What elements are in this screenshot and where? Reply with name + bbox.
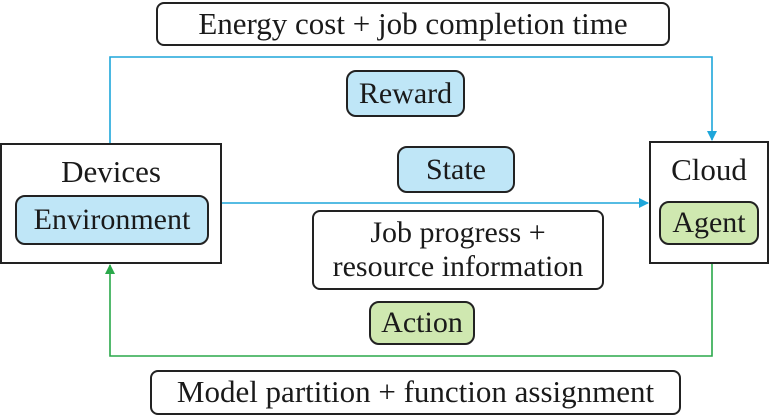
top-note: Energy cost + job completion time — [156, 2, 670, 46]
middle-note: Job progress + resource information — [312, 210, 604, 290]
bottom-note: Model partition + function assignment — [150, 370, 681, 415]
reward-arrow — [109, 56, 717, 143]
agent-text: Agent — [672, 206, 746, 240]
middle-note-line-2: resource information — [332, 250, 584, 283]
environment-text: Environment — [33, 203, 191, 237]
action-label: Action — [369, 301, 475, 345]
action-arrow — [105, 264, 713, 357]
middle-note-line-1: Job progress + — [370, 215, 546, 249]
environment-pill: Environment — [15, 195, 209, 245]
cloud-node: Cloud Agent — [649, 141, 769, 264]
top-note-text: Energy cost + job completion time — [198, 5, 628, 41]
devices-node: Devices Environment — [0, 143, 222, 264]
cloud-label: Cloud — [671, 152, 747, 187]
bottom-note-text: Model partition + function assignment — [176, 374, 655, 410]
devices-label: Devices — [61, 154, 161, 189]
state-text: State — [426, 152, 486, 186]
action-text: Action — [381, 306, 463, 340]
reward-text: Reward — [358, 76, 453, 110]
reward-label: Reward — [346, 70, 465, 117]
state-label: State — [397, 146, 515, 193]
agent-pill: Agent — [659, 201, 759, 245]
